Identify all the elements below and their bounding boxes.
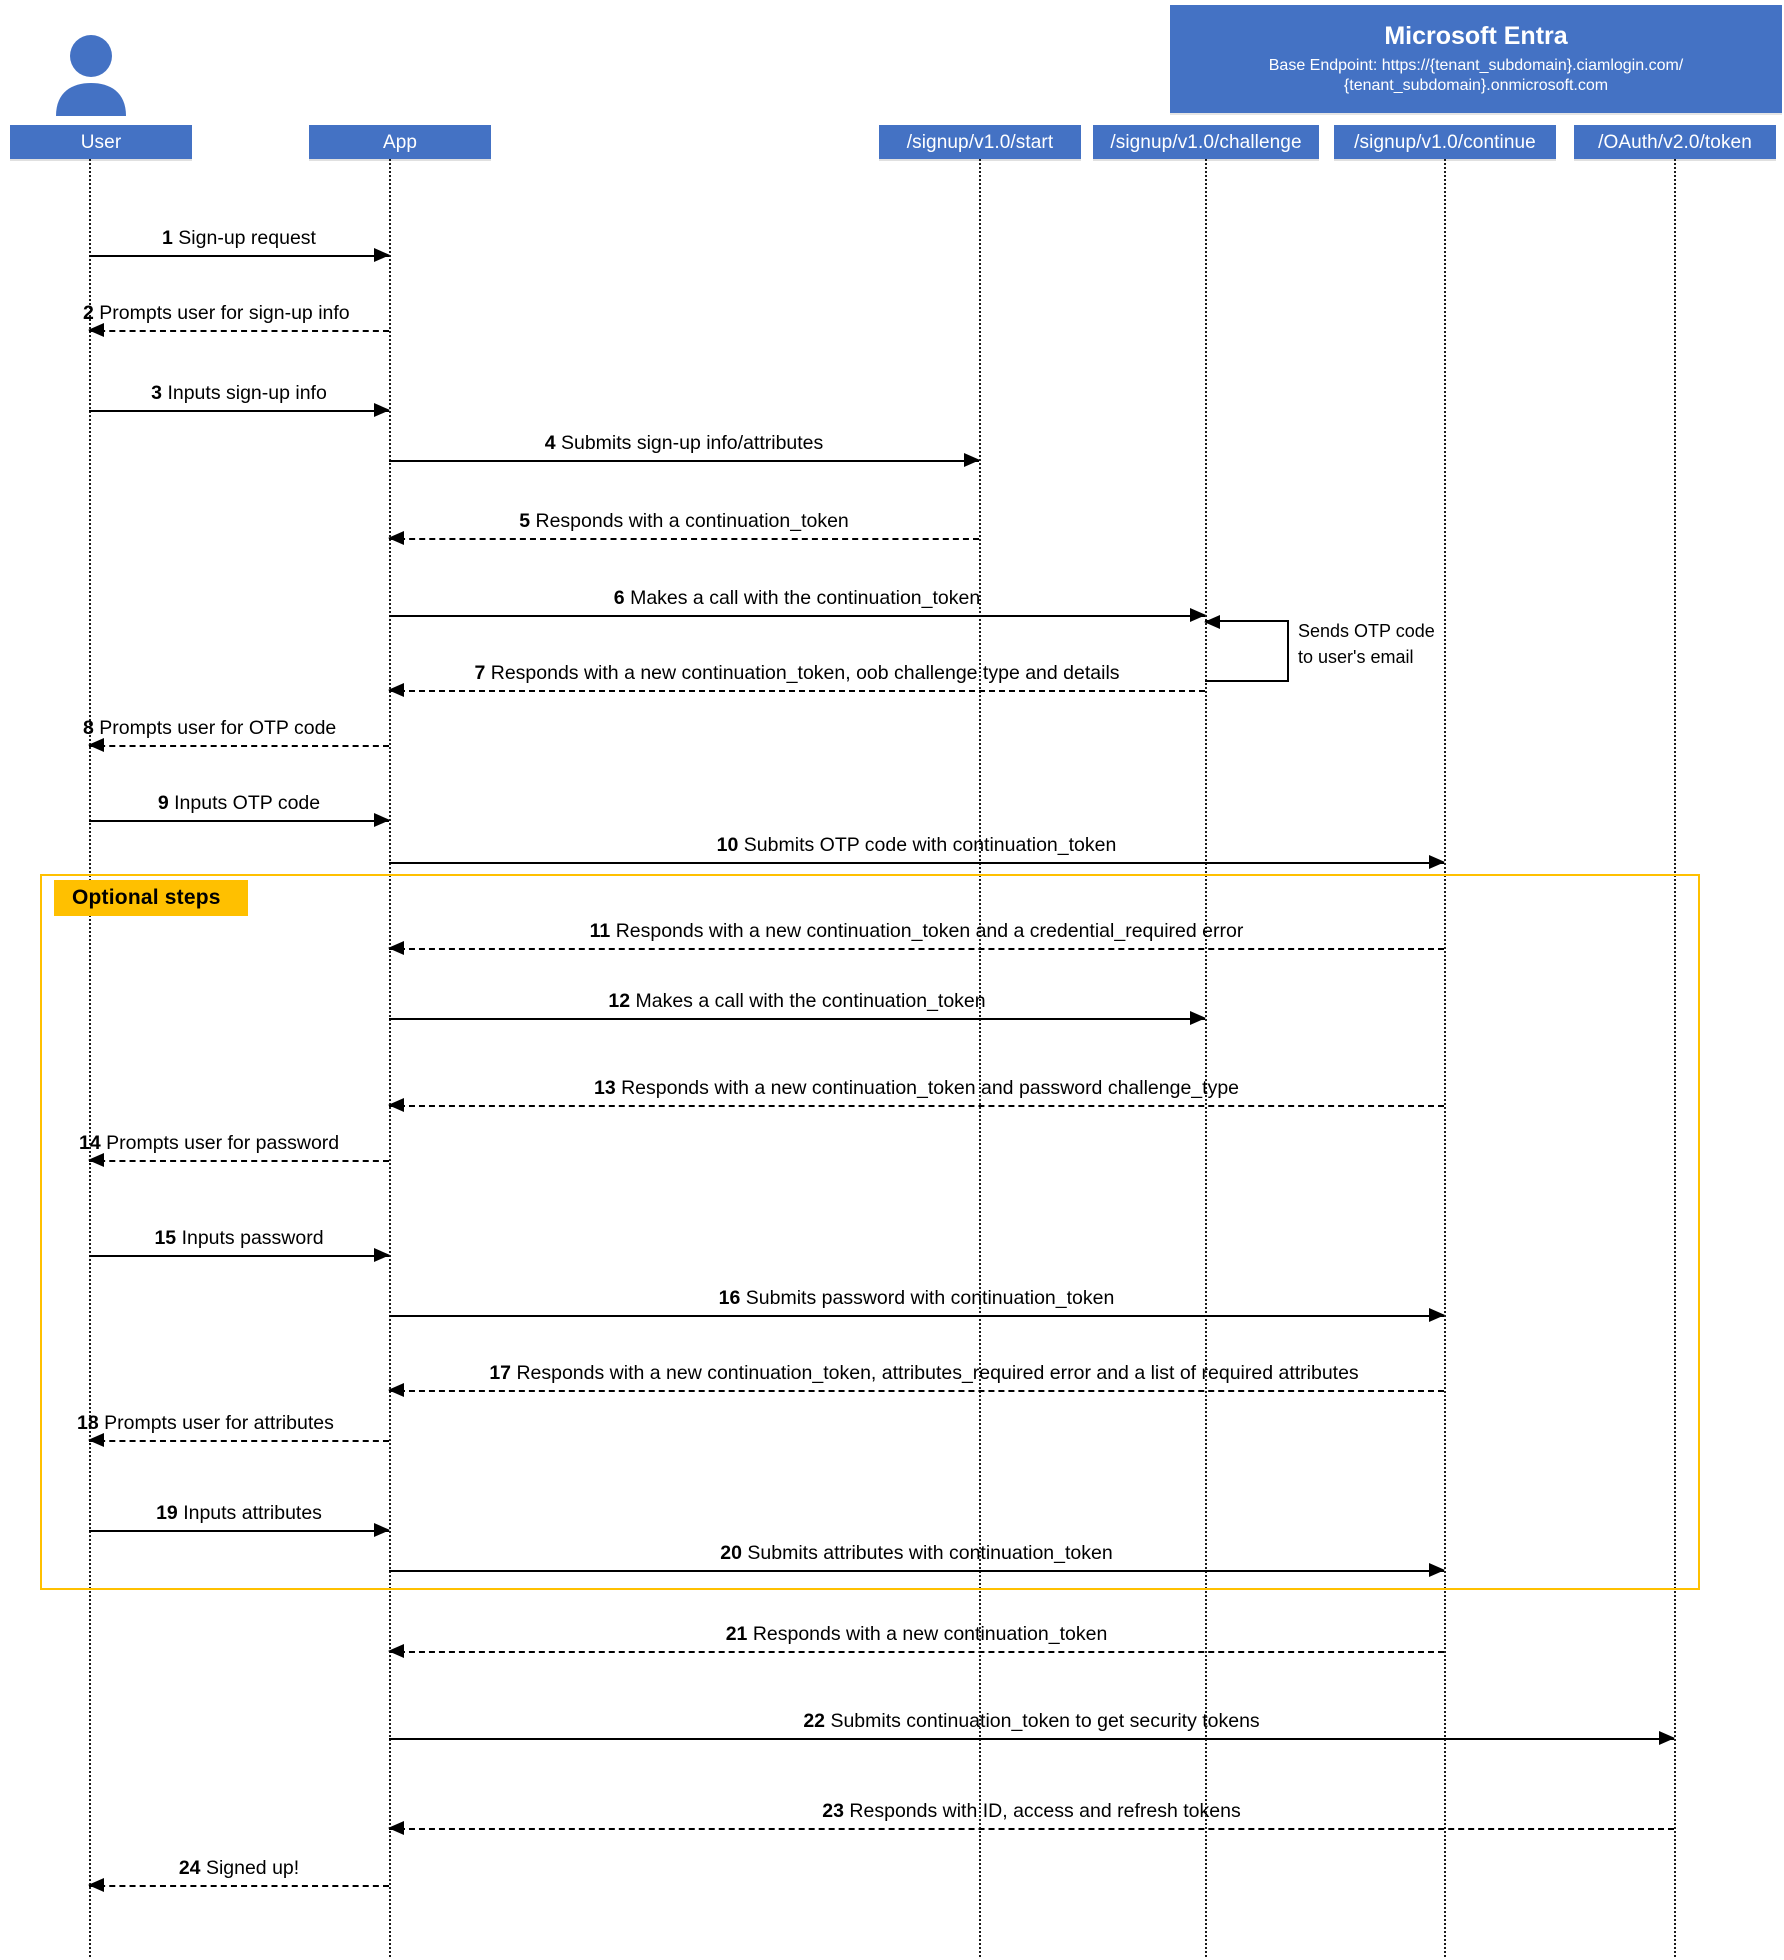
message-15-label: 15 Inputs password (154, 1226, 324, 1249)
lifeline-app (389, 159, 391, 1957)
lifeline-signup-challenge (1205, 159, 1207, 1957)
message-19-label: 19 Inputs attributes (156, 1501, 322, 1524)
optional-steps-frame (40, 874, 1700, 1590)
message-3-label: 3 Inputs sign-up info (151, 381, 327, 404)
entra-subtitle-line2: {tenant_subdomain}.onmicrosoft.com (1343, 76, 1609, 94)
message-6-label: 6 Makes a call with the continuation_tok… (613, 586, 981, 609)
microsoft-entra-banner: Microsoft Entra Base Endpoint: https://{… (1170, 5, 1782, 113)
lifeline-oauth-token (1674, 159, 1676, 1957)
message-5-label: 5 Responds with a continuation_token (519, 509, 849, 532)
participant-app[interactable]: App (309, 125, 491, 159)
note-send-otp-line1: Sends OTP code (1298, 621, 1435, 641)
participant-app-label: App (382, 131, 418, 153)
participant-signup-continue-label: /signup/v1.0/continue (1354, 131, 1536, 153)
message-4-label: 4 Submits sign-up info/attributes (544, 431, 824, 454)
message-10-label: 10 Submits OTP code with continuation_to… (716, 833, 1117, 856)
participant-user[interactable]: User (10, 125, 192, 159)
optional-steps-label: Optional steps (72, 886, 221, 909)
participant-signup-start[interactable]: /signup/v1.0/start (879, 125, 1081, 159)
message-11-label: 11 Responds with a new continuation_toke… (589, 919, 1244, 942)
message-24-label: 24 Signed up! (178, 1856, 300, 1879)
message-21-label: 21 Responds with a new continuation_toke… (725, 1622, 1108, 1645)
message-13-label: 13 Responds with a new continuation_toke… (593, 1076, 1240, 1099)
message-14-label: 14 Prompts user for password (79, 1131, 340, 1154)
participant-user-label: User (80, 131, 122, 153)
optional-steps-tag: Optional steps (54, 880, 248, 916)
participant-signup-challenge[interactable]: /signup/v1.0/challenge (1093, 125, 1319, 159)
self-message-send-otp (1204, 615, 1289, 682)
message-18-label: 18 Prompts user for attributes (77, 1411, 334, 1434)
lifeline-signup-start (979, 159, 981, 1957)
message-1-label: 1 Sign-up request (162, 226, 316, 249)
message-17-label: 17 Responds with a new continuation_toke… (489, 1361, 1359, 1384)
note-send-otp-line2: to user's email (1298, 647, 1414, 667)
message-16-label: 16 Submits password with continuation_to… (718, 1286, 1115, 1309)
message-20-label: 20 Submits attributes with continuation_… (720, 1541, 1113, 1564)
message-9-label: 9 Inputs OTP code (157, 791, 321, 814)
message-8-label: 8 Prompts user for OTP code (83, 716, 337, 739)
participant-oauth-token-label: /OAuth/v2.0/token (1598, 131, 1752, 153)
message-22-label: 22 Submits continuation_token to get sec… (803, 1709, 1260, 1732)
lifeline-signup-continue (1444, 159, 1446, 1957)
message-23-label: 23 Responds with ID, access and refresh … (822, 1799, 1241, 1822)
message-12-label: 12 Makes a call with the continuation_to… (608, 989, 986, 1012)
participant-signup-continue[interactable]: /signup/v1.0/continue (1334, 125, 1556, 159)
participant-signup-challenge-label: /signup/v1.0/challenge (1110, 131, 1302, 153)
message-2-label: 2 Prompts user for sign-up info (83, 301, 350, 324)
message-7-label: 7 Responds with a new continuation_token… (474, 661, 1120, 684)
participant-signup-start-label: /signup/v1.0/start (906, 131, 1054, 153)
lifeline-user (89, 159, 91, 1957)
user-avatar-icon (42, 34, 140, 116)
entra-subtitle-line1: Base Endpoint: https://{tenant_subdomain… (1268, 56, 1684, 74)
entra-title: Microsoft Entra (1384, 22, 1568, 51)
participant-oauth-token[interactable]: /OAuth/v2.0/token (1574, 125, 1776, 159)
